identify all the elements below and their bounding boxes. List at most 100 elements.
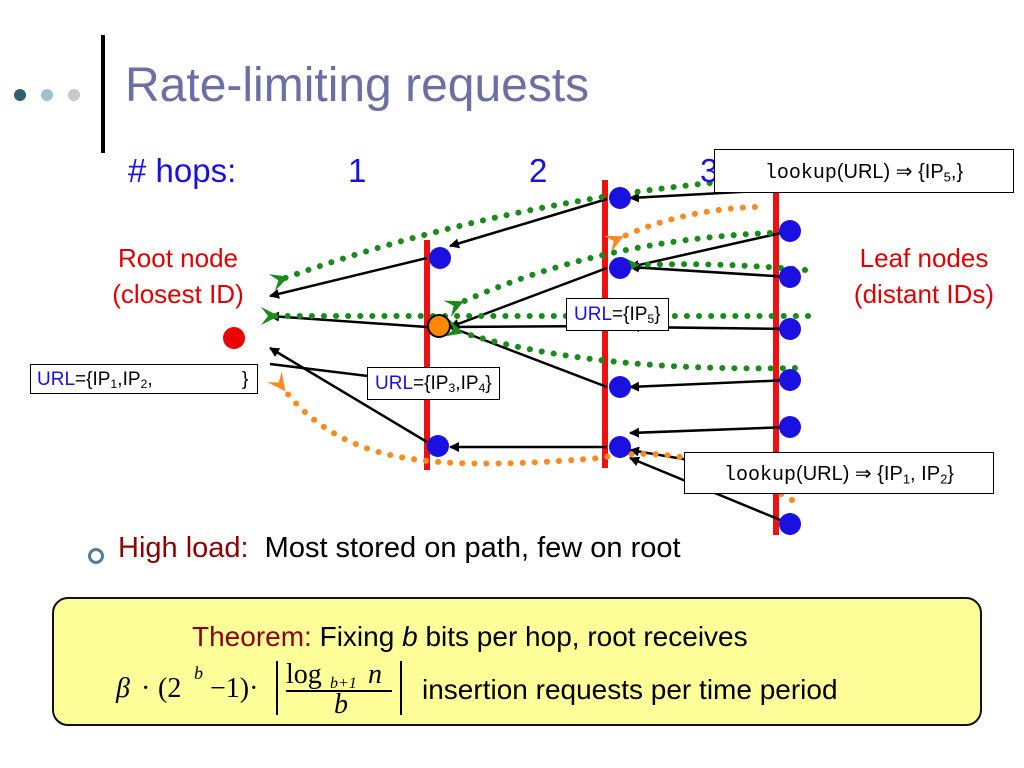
hop-number-3: 3: [700, 152, 719, 189]
orange-path-top: [603, 204, 758, 253]
root-node-label: Root node (closest ID): [98, 240, 258, 312]
arrow: [449, 325, 608, 389]
formula-exponent: b: [194, 663, 203, 683]
theorem-label: Theorem:: [192, 621, 312, 652]
node: [779, 369, 801, 391]
arrow: [269, 311, 428, 329]
arrow: [629, 378, 791, 392]
node: [779, 416, 801, 438]
ceil-bar-right: [400, 661, 402, 715]
url-text: ={IP: [612, 304, 648, 325]
root-url-box: URL={IP1,IP2, }: [30, 364, 258, 394]
hop-number-1: 1: [348, 152, 367, 189]
arrow: [449, 266, 608, 329]
level1-url-box: URL={IP3,IP4}: [367, 367, 500, 400]
nav-dot-2: [41, 89, 53, 101]
hop-number-2: 2: [529, 152, 548, 189]
orange-paths: [267, 204, 795, 503]
url-text: ,: [147, 369, 153, 390]
subscript: 3: [448, 381, 456, 396]
nav-dot-1: [14, 89, 26, 101]
bullet-label: High load:: [118, 532, 249, 564]
node: [609, 436, 631, 458]
url-label: URL: [574, 304, 613, 325]
url-text: }: [654, 304, 661, 325]
hops-label: # hops:: [128, 152, 237, 189]
subscript: 1: [902, 471, 911, 487]
node: [779, 318, 801, 340]
lookup-fn: lookup: [724, 464, 797, 487]
formula-minus: −1)·: [210, 673, 259, 704]
formula-log: log: [286, 659, 322, 690]
root-label-line2: (closest ID): [112, 279, 244, 309]
node: [609, 257, 631, 279]
leaf-label-line2: (distant IDs): [853, 279, 995, 309]
theorem-box: Theorem: Fixing b bits per hop, root rec…: [52, 597, 982, 726]
url-text: ={IP: [75, 369, 111, 390]
formula-n: n: [368, 659, 382, 690]
url-text: ,IP: [455, 373, 479, 394]
node: [609, 187, 631, 209]
url-text: }: [485, 373, 492, 394]
arrow: [269, 346, 428, 444]
node: [429, 247, 451, 269]
lookup-args: (URL) ⇒ {IP: [836, 161, 944, 183]
leaf-label-line1: Leaf nodes: [859, 243, 989, 273]
green-path-upper: [443, 230, 773, 317]
url-text: ,IP: [117, 369, 141, 390]
lookup-bottom-box: lookup(URL) ⇒ {IP1, IP2}: [684, 452, 994, 494]
lookup-args: (URL) ⇒ {IP: [796, 463, 903, 485]
green-paths: [261, 175, 811, 372]
orange-path-bottom: [267, 371, 795, 503]
lookup-end: }: [947, 463, 954, 485]
subscript: 2: [140, 377, 148, 392]
url-text: }: [242, 369, 249, 390]
slide-title: Rate-limiting requests: [125, 59, 590, 112]
green-path-mid-short: [621, 256, 808, 275]
url-label: URL: [37, 369, 76, 390]
theorem-text: Fixing: [319, 621, 395, 652]
formula-denominator: b: [334, 689, 348, 720]
level2-url-box: URL={IP5}: [566, 298, 669, 331]
theorem-line-1: Theorem: Fixing b bits per hop, root rec…: [192, 621, 748, 653]
arrow: [629, 229, 791, 270]
node: [779, 266, 801, 288]
nav-dot-3: [68, 89, 80, 101]
subscript: 4: [478, 381, 486, 396]
node-highlighted: [427, 314, 451, 338]
lookup-top-box: lookup(URL) ⇒ {IP5,}: [714, 149, 1014, 193]
theorem-text: bits per hop, root receives: [425, 621, 748, 652]
node: [779, 513, 801, 535]
subscript: 5: [647, 312, 655, 327]
lookup-end: ,}: [950, 161, 964, 183]
nodes: [223, 187, 801, 535]
bullet-icon: [88, 548, 104, 564]
node: [609, 376, 631, 398]
arrow: [629, 262, 791, 279]
lookup-args: , IP: [910, 463, 941, 485]
formula-dot: ·: [141, 673, 151, 704]
theorem-line-2: insertion requests per time period: [422, 674, 838, 705]
arrow: [449, 197, 608, 249]
leaf-nodes-label: Leaf nodes (distant IDs): [836, 240, 1012, 312]
subscript: 5: [943, 169, 951, 185]
root-label-line1: Root node: [118, 243, 238, 273]
subscript: 2: [940, 471, 948, 487]
fraction-bar: [286, 690, 392, 692]
node: [779, 220, 801, 242]
theorem-variable: b: [402, 621, 418, 652]
bullet-text: Most stored on path, few on root: [264, 532, 681, 564]
ceil-bar-left: [276, 661, 278, 715]
root-node: [223, 327, 245, 349]
url-text: ={IP: [413, 373, 449, 394]
subscript: 1: [110, 377, 118, 392]
green-path-lower: [443, 319, 798, 372]
node: [427, 435, 449, 457]
formula-beta: β: [116, 673, 130, 704]
lookup-fn: lookup: [764, 162, 837, 185]
bullet-point: High load: Most stored on path, few on r…: [118, 532, 681, 565]
formula-log-subscript: b+1: [330, 675, 357, 692]
title-divider: [101, 35, 105, 153]
url-label: URL: [375, 373, 414, 394]
formula-paren: (2: [158, 673, 182, 704]
